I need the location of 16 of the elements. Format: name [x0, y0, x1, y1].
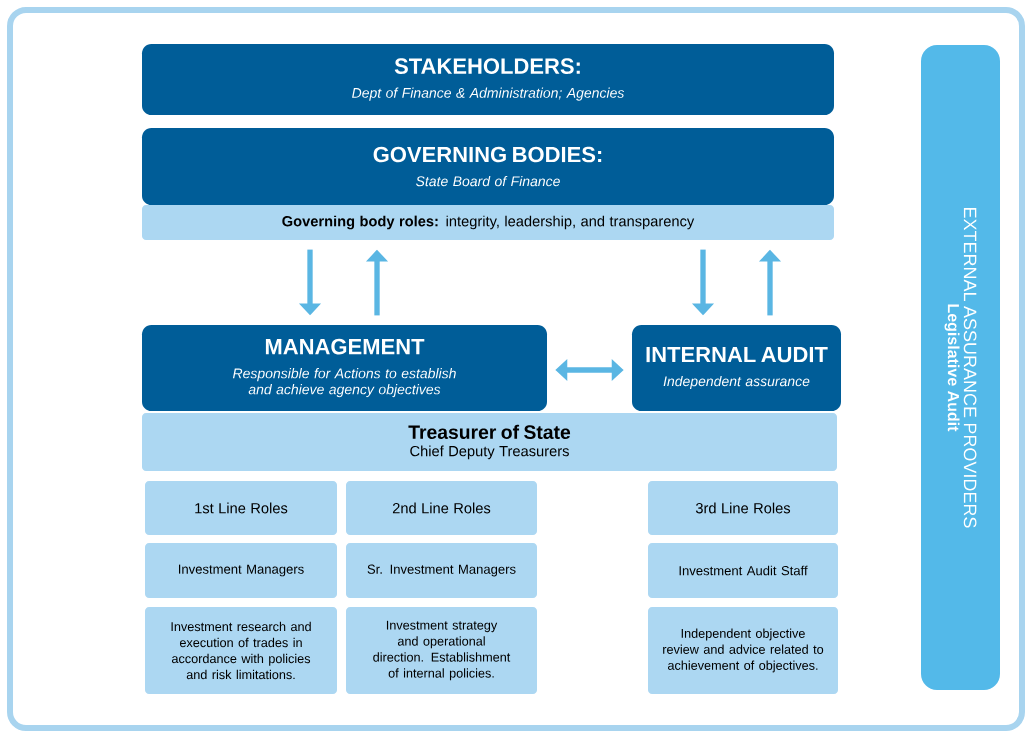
description-box: Independent objective review and advice related to achievement of objectives. [648, 607, 838, 694]
management-box: MANAGEMENT Responsible for Actions to establish and achieve agency objectives [142, 325, 547, 411]
external-assurance-bar: EXTERNAL ASSURANCE PROVIDERS Legislative Audit [921, 45, 1000, 690]
description-box: Investment strategy and operational direction. Establishment of internal policies. [346, 607, 537, 694]
roles-band: Governing body roles: integrity, leadership, and transparency [142, 205, 834, 240]
role-box: 3rd Line Roles [648, 481, 838, 535]
staff-box: Sr. Investment Managers [346, 543, 537, 598]
stakeholders-box: STAKEHOLDERS: Dept of Finance & Administration; Agencies [142, 44, 834, 115]
staff-box: Investment Managers [145, 543, 337, 598]
description-box: Investment research and execution of trades in accordance with policies and risk limitations. [145, 607, 337, 694]
governing-bodies-box: GOVERNING BODIES: State Board of Finance [142, 128, 834, 205]
treasurer-band: Treasurer of State Chief Deputy Treasurers [142, 413, 837, 471]
role-box: 1st Line Roles [145, 481, 337, 535]
internal-audit-box: INTERNAL AUDIT Independent assurance [632, 325, 841, 411]
staff-box: Investment Audit Staff [648, 543, 838, 598]
role-box: 2nd Line Roles [346, 481, 537, 535]
